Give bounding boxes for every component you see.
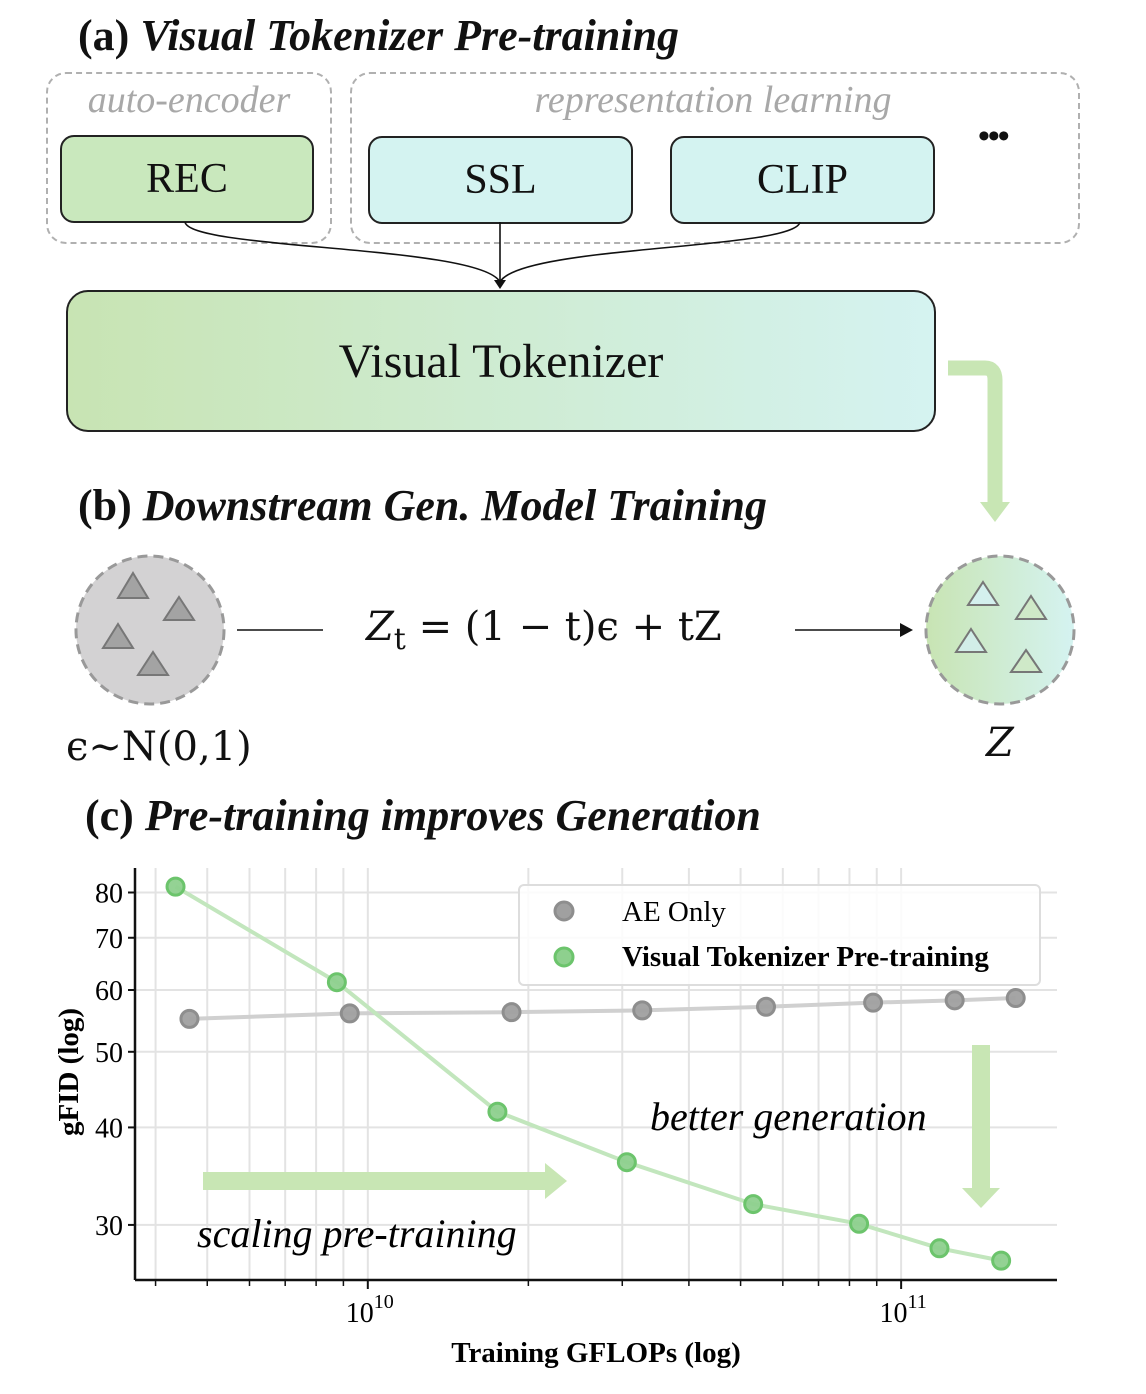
- data-point-ae-only: [179, 1008, 200, 1029]
- data-point-ae-only: [756, 996, 777, 1017]
- data-point-ae-only: [1005, 988, 1026, 1009]
- legend-label-ae-only: AE Only: [622, 896, 726, 928]
- equation-rhs: = (1 − t)ϵ + tZ: [405, 604, 722, 650]
- series-line-ae-only: [189, 996, 1016, 1021]
- connectors: [184, 221, 1010, 522]
- data-point-pretraining: [487, 1101, 508, 1122]
- section-c-title: (c) Pre-training improves Generation: [85, 790, 761, 841]
- visual-tokenizer-box: Visual Tokenizer: [66, 290, 936, 432]
- section-a-title: (a) Visual Tokenizer Pre-training: [78, 10, 679, 61]
- target-label: Z: [986, 720, 1014, 766]
- legend-label-pretraining: Visual Tokenizer Pre-training: [622, 941, 989, 973]
- autoencoder-group: [46, 72, 332, 244]
- data-point-ae-only: [863, 992, 884, 1013]
- data-point-ae-only: [632, 1000, 653, 1021]
- arrowhead-icon: [980, 502, 1010, 522]
- noise-label: ϵ∼N(0,1): [66, 724, 252, 770]
- y-axis-label: gFID (log): [53, 1008, 85, 1136]
- data-point-pretraining: [849, 1213, 870, 1234]
- legend-box: [518, 884, 1041, 986]
- legend-marker-pretraining: [553, 946, 575, 968]
- section-a-title-text: Visual Tokenizer Pre-training: [140, 11, 680, 60]
- series-line-pretraining: [174, 884, 1002, 1263]
- autoencoder-group-label: auto-encoder: [87, 79, 291, 121]
- legend-marker-ae-only: [553, 900, 575, 922]
- y-tick-label: 50: [95, 1038, 123, 1069]
- arrowhead-icon: [900, 623, 913, 637]
- data-point-ae-only: [339, 1003, 360, 1024]
- noise-triangles: [101, 571, 196, 676]
- data-point-pretraining: [991, 1250, 1012, 1271]
- flow-diagram: [74, 554, 1076, 706]
- ssl-box: SSL: [368, 136, 633, 224]
- flow-equation: Zt = (1 − t)ϵ + tZ: [366, 604, 722, 657]
- section-b-label: (b): [78, 481, 132, 530]
- equation-lhs: Z: [366, 604, 394, 650]
- data-point-ae-only: [501, 1002, 522, 1023]
- y-tick-label: 60: [95, 976, 123, 1007]
- y-tick-label: 70: [95, 924, 123, 955]
- section-c-label: (c): [85, 791, 134, 840]
- data-point-ae-only: [944, 990, 965, 1011]
- data-point-pretraining: [165, 876, 186, 897]
- x-tick-label: 1011: [879, 1291, 926, 1329]
- x-tick-label: 1010: [346, 1291, 394, 1329]
- data-point-pretraining: [326, 972, 347, 993]
- y-tick-label: 80: [95, 879, 123, 910]
- y-tick-label: 40: [95, 1113, 123, 1144]
- rec-box: REC: [60, 135, 314, 223]
- equation-subscript: t: [393, 622, 406, 657]
- scaling-arrow: [203, 1163, 567, 1199]
- better-generation-arrow: [962, 1045, 1000, 1208]
- more-indicator: •••: [978, 118, 1010, 155]
- section-b-title: (b) Downstream Gen. Model Training: [78, 480, 767, 531]
- latent-triangles: [954, 580, 1048, 673]
- y-tick-label: 30: [95, 1211, 123, 1242]
- data-point-pretraining: [743, 1194, 764, 1215]
- rec-connector: [184, 221, 501, 283]
- data-point-pretraining: [616, 1152, 637, 1173]
- data-point-pretraining: [929, 1238, 950, 1259]
- section-a-label: (a): [78, 11, 130, 60]
- tokenizer-to-z-arrow: [948, 360, 1003, 505]
- section-b-title-text: Downstream Gen. Model Training: [142, 481, 768, 530]
- arrowhead-icon: [494, 280, 506, 289]
- annotation-better-generation: better generation: [650, 1094, 927, 1139]
- representation-group-label: representation learning: [534, 79, 892, 121]
- clip-box: CLIP: [670, 136, 935, 224]
- x-axis-label: Training GFLOPs (log): [451, 1337, 740, 1369]
- annotation-scaling: scaling pre-training: [197, 1211, 517, 1256]
- noise-distribution: [74, 554, 226, 706]
- section-c-title-text: Pre-training improves Generation: [144, 791, 761, 840]
- clip-connector: [499, 221, 801, 283]
